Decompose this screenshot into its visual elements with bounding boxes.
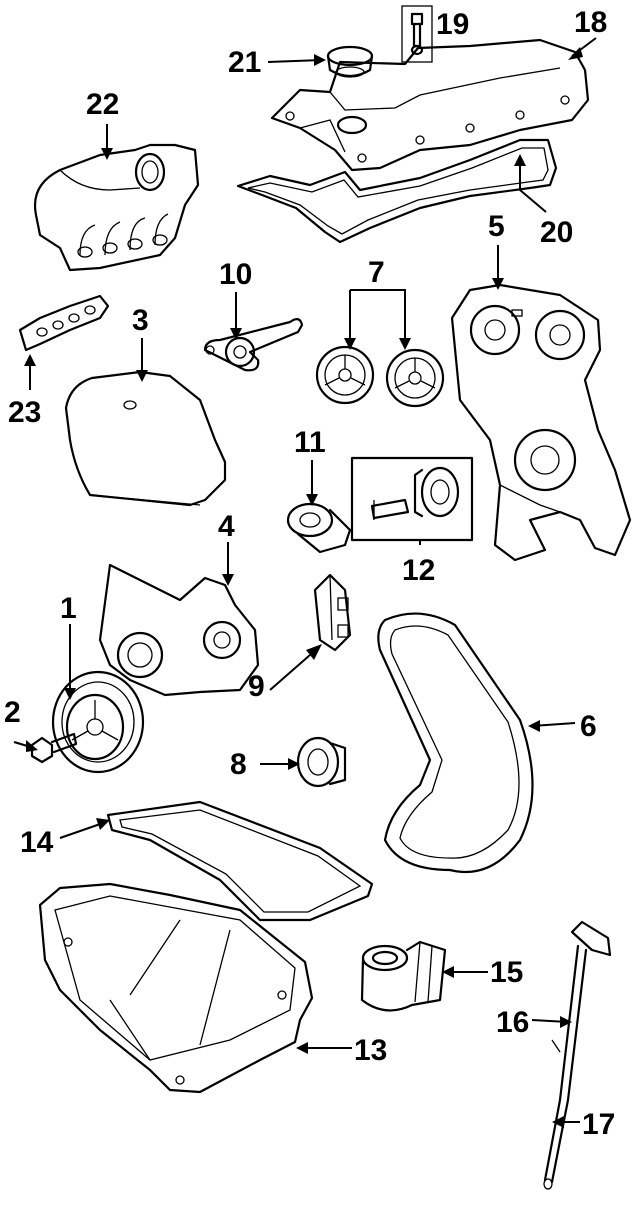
- callout-9: 9: [248, 670, 265, 703]
- callout-7: 7: [368, 256, 385, 289]
- callout-18: 18: [574, 6, 607, 39]
- callout-11: 11: [294, 426, 326, 459]
- callout-12: 12: [402, 554, 435, 587]
- callout-14: 14: [20, 826, 54, 859]
- callout-1: 1: [60, 592, 77, 625]
- callout-4: 4: [218, 510, 235, 543]
- callout-15: 15: [490, 956, 523, 989]
- callout-5: 5: [488, 210, 505, 243]
- intake-gasket-part: [18, 294, 110, 352]
- oil-pan-gasket-part: [106, 800, 374, 922]
- tensioner-arm-part: [203, 318, 304, 372]
- callout-13: 13: [354, 1034, 387, 1067]
- crankshaft-bolt-part: [30, 732, 78, 764]
- callout-23: 23: [8, 396, 41, 429]
- camshaft-sprockets-part: [315, 345, 445, 408]
- callout-21: 21: [228, 46, 261, 79]
- callout-8: 8: [230, 748, 247, 781]
- dipstick-part: [543, 920, 612, 1190]
- callout-20: 20: [540, 216, 573, 249]
- callout-19: 19: [436, 8, 469, 41]
- rear-timing-cover-part: [450, 283, 632, 562]
- idler-pulley-kit-part: [350, 456, 474, 542]
- oil-filler-cap-part: [326, 45, 374, 78]
- lower-timing-cover-part: [98, 563, 260, 697]
- callout-3: 3: [132, 304, 149, 337]
- arrowheads: [24, 47, 583, 1128]
- callout-22: 22: [86, 88, 119, 121]
- valve-cover-gasket-part: [236, 138, 558, 244]
- crankshaft-sprocket-part: [296, 736, 347, 788]
- upper-timing-cover-part: [64, 370, 227, 507]
- crankshaft-pulley-part: [51, 670, 145, 774]
- timing-belt-part: [377, 612, 534, 874]
- oil-pan-part: [38, 882, 314, 1094]
- callout-16: 16: [496, 1006, 529, 1039]
- oil-filter-part: [360, 940, 447, 1012]
- callout-10: 10: [219, 258, 252, 291]
- tensioner-pulley-part: [286, 502, 352, 554]
- callout-2: 2: [4, 696, 21, 729]
- belt-tensioner-part: [313, 573, 352, 652]
- callout-17: 17: [582, 1108, 615, 1141]
- valve-cover-part: [270, 38, 590, 172]
- intake-manifold-part: [33, 143, 200, 272]
- valve-cover-bolt-part: [401, 5, 433, 63]
- callout-6: 6: [580, 710, 597, 743]
